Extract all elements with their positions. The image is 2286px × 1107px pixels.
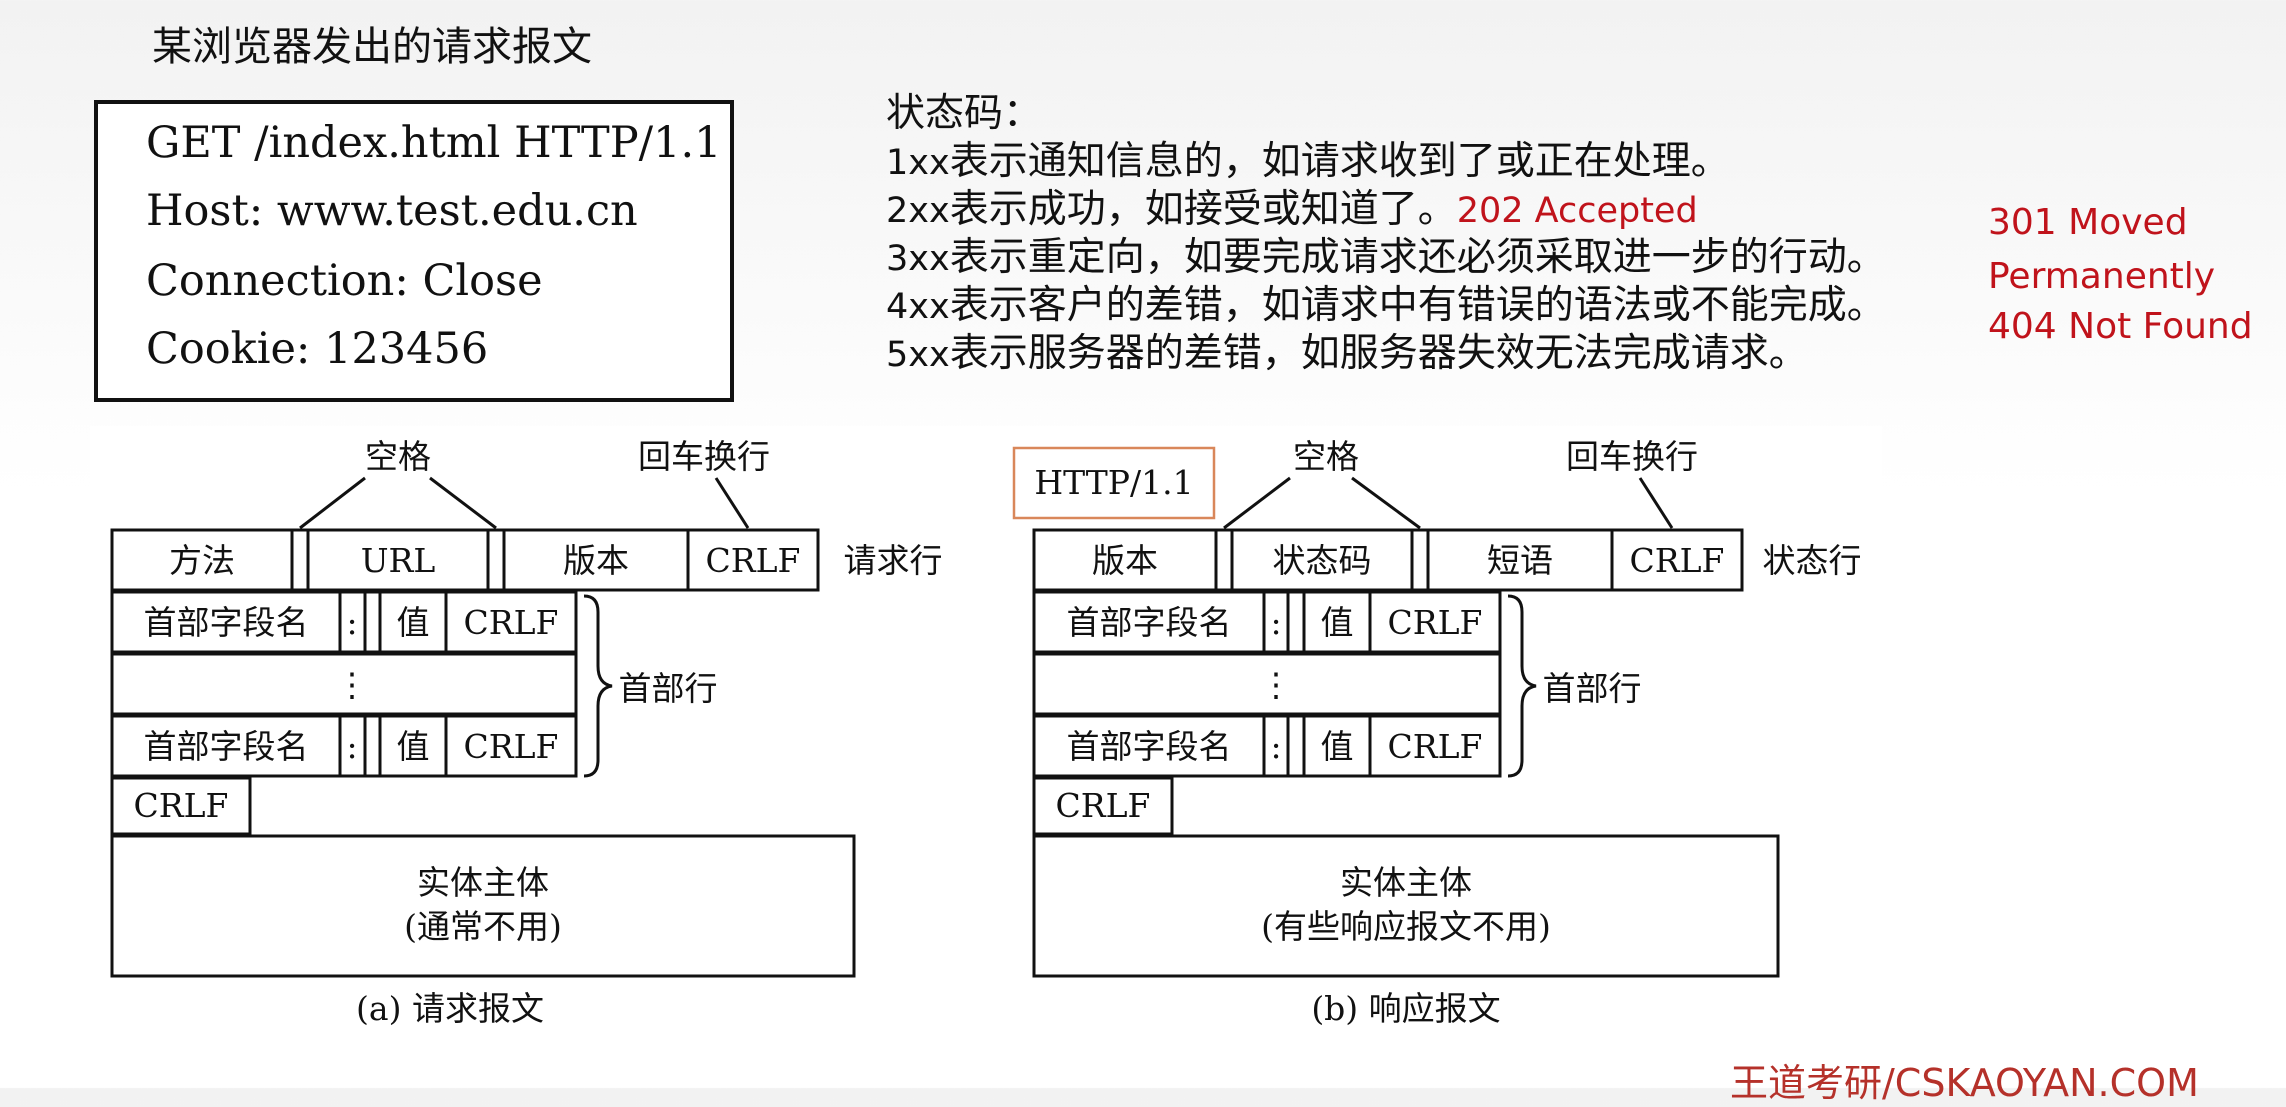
- request-blank-crlf: CRLF: [134, 786, 229, 825]
- request-header-row-1: [110, 590, 578, 654]
- request-url-cell: URL: [361, 541, 436, 580]
- request-example-title: 某浏览器发出的请求报文: [152, 24, 592, 70]
- status-code-list: 状态码： 1xx表示通知信息的，如请求收到了或正在处理。 2xx表示成功，如接受…: [886, 90, 1886, 378]
- response-header-value-1: 值: [1321, 603, 1354, 642]
- diagram-background: [90, 426, 1882, 1026]
- request-line: GET /index.html HTTP/1.1: [146, 118, 722, 168]
- request-crlf-label: 回车换行: [638, 437, 770, 476]
- response-format-diagram: [1012, 446, 1780, 978]
- request-format-diagram: [110, 476, 856, 978]
- request-blank-crlf-row: [110, 776, 252, 836]
- request-body-title: 实体主体: [417, 863, 549, 902]
- http-version-annotation-box: [1012, 446, 1216, 520]
- response-phrase-cell: 短语: [1487, 541, 1553, 580]
- request-crlf-cell: CRLF: [706, 541, 801, 580]
- request-header-label: 首部行: [619, 669, 718, 708]
- response-blank-crlf: CRLF: [1056, 786, 1151, 825]
- request-header-ellipsis: ⋮: [336, 665, 369, 704]
- request-body-note: (通常不用): [404, 907, 562, 946]
- request-header-crlf-2: CRLF: [464, 727, 559, 766]
- response-header-crlf-2: CRLF: [1388, 727, 1483, 766]
- status-line-row: [1032, 528, 1744, 592]
- request-version-cell: 版本: [563, 541, 629, 580]
- request-header-row-2: [110, 714, 578, 778]
- response-header-row-2: [1032, 714, 1502, 778]
- request-header-crlf-1: CRLF: [464, 603, 559, 642]
- response-version-cell: 版本: [1092, 541, 1158, 580]
- request-header-brace: [583, 594, 613, 778]
- status-example-301-line1: 301 Moved: [1988, 202, 2188, 243]
- watermark: 王道考研/CSKAOYAN.COM: [1730, 1061, 2199, 1105]
- host-header: Host: www.test.edu.cn: [146, 186, 638, 236]
- cookie-header: Cookie: 123456: [146, 324, 489, 374]
- request-header-value-1: 值: [397, 603, 430, 642]
- status-line-label: 状态行: [1763, 541, 1862, 580]
- response-header-brace: [1507, 594, 1537, 778]
- response-caption: (b) 响应报文: [1311, 989, 1500, 1028]
- response-header-name-2: 首部字段名: [1067, 727, 1232, 766]
- request-body-box: [110, 834, 856, 978]
- request-header-name-2: 首部字段名: [144, 727, 309, 766]
- request-example-box: GET /index.html HTTP/1.1 Host: www.test.…: [94, 100, 734, 402]
- status-row-1xx: 1xx表示通知信息的，如请求收到了或正在处理。: [886, 139, 1730, 184]
- request-line-row: [110, 528, 820, 592]
- status-example-404: 404 Not Found: [1988, 306, 2253, 347]
- response-status-code-cell: 状态码: [1273, 541, 1372, 580]
- response-header-colon-1: :: [1270, 603, 1281, 642]
- response-header-ellipsis-row: [1032, 652, 1502, 716]
- request-header-ellipsis-row: [110, 652, 578, 716]
- response-crlf-label: 回车换行: [1566, 437, 1698, 476]
- request-header-value-2: 值: [397, 727, 430, 766]
- status-row-3xx: 3xx表示重定向，如要完成请求还必须采取进一步的行动。: [886, 235, 1886, 280]
- http-version-annotation: HTTP/1.1: [1034, 463, 1193, 502]
- status-row-2xx: 2xx表示成功，如接受或知道了。202 Accepted: [886, 187, 1698, 232]
- status-example-301-line2: Permanently: [1988, 256, 2216, 297]
- response-header-row-1: [1032, 590, 1502, 654]
- request-line-label: 请求行: [844, 541, 943, 580]
- response-blank-crlf-row: [1032, 776, 1174, 836]
- request-space-label: 空格: [365, 437, 431, 476]
- response-header-ellipsis: ⋮: [1260, 665, 1293, 704]
- status-heading: 状态码：: [886, 91, 1043, 136]
- response-crlf-cell: CRLF: [1630, 541, 1725, 580]
- connection-header: Connection: Close: [146, 256, 543, 306]
- request-header-colon-1: :: [346, 603, 357, 642]
- status-row-4xx: 4xx表示客户的差错，如请求中有错误的语法或不能完成。: [886, 283, 1886, 328]
- status-example-202: 202 Accepted: [1456, 191, 1698, 231]
- response-header-label: 首部行: [1543, 669, 1642, 708]
- response-header-name-1: 首部字段名: [1067, 603, 1232, 642]
- response-header-value-2: 值: [1321, 727, 1354, 766]
- response-body-title: 实体主体: [1340, 863, 1472, 902]
- request-caption: (a) 请求报文: [356, 989, 544, 1028]
- request-header-name-1: 首部字段名: [144, 603, 309, 642]
- request-header-colon-2: :: [346, 727, 357, 766]
- response-header-crlf-1: CRLF: [1388, 603, 1483, 642]
- response-space-label: 空格: [1293, 437, 1359, 476]
- response-body-box: [1032, 834, 1780, 978]
- response-header-colon-2: :: [1270, 727, 1281, 766]
- status-row-5xx: 5xx表示服务器的差错，如服务器失效无法完成请求。: [886, 331, 1808, 376]
- request-method-cell: 方法: [169, 541, 235, 580]
- response-body-note: (有些响应报文不用): [1261, 907, 1551, 946]
